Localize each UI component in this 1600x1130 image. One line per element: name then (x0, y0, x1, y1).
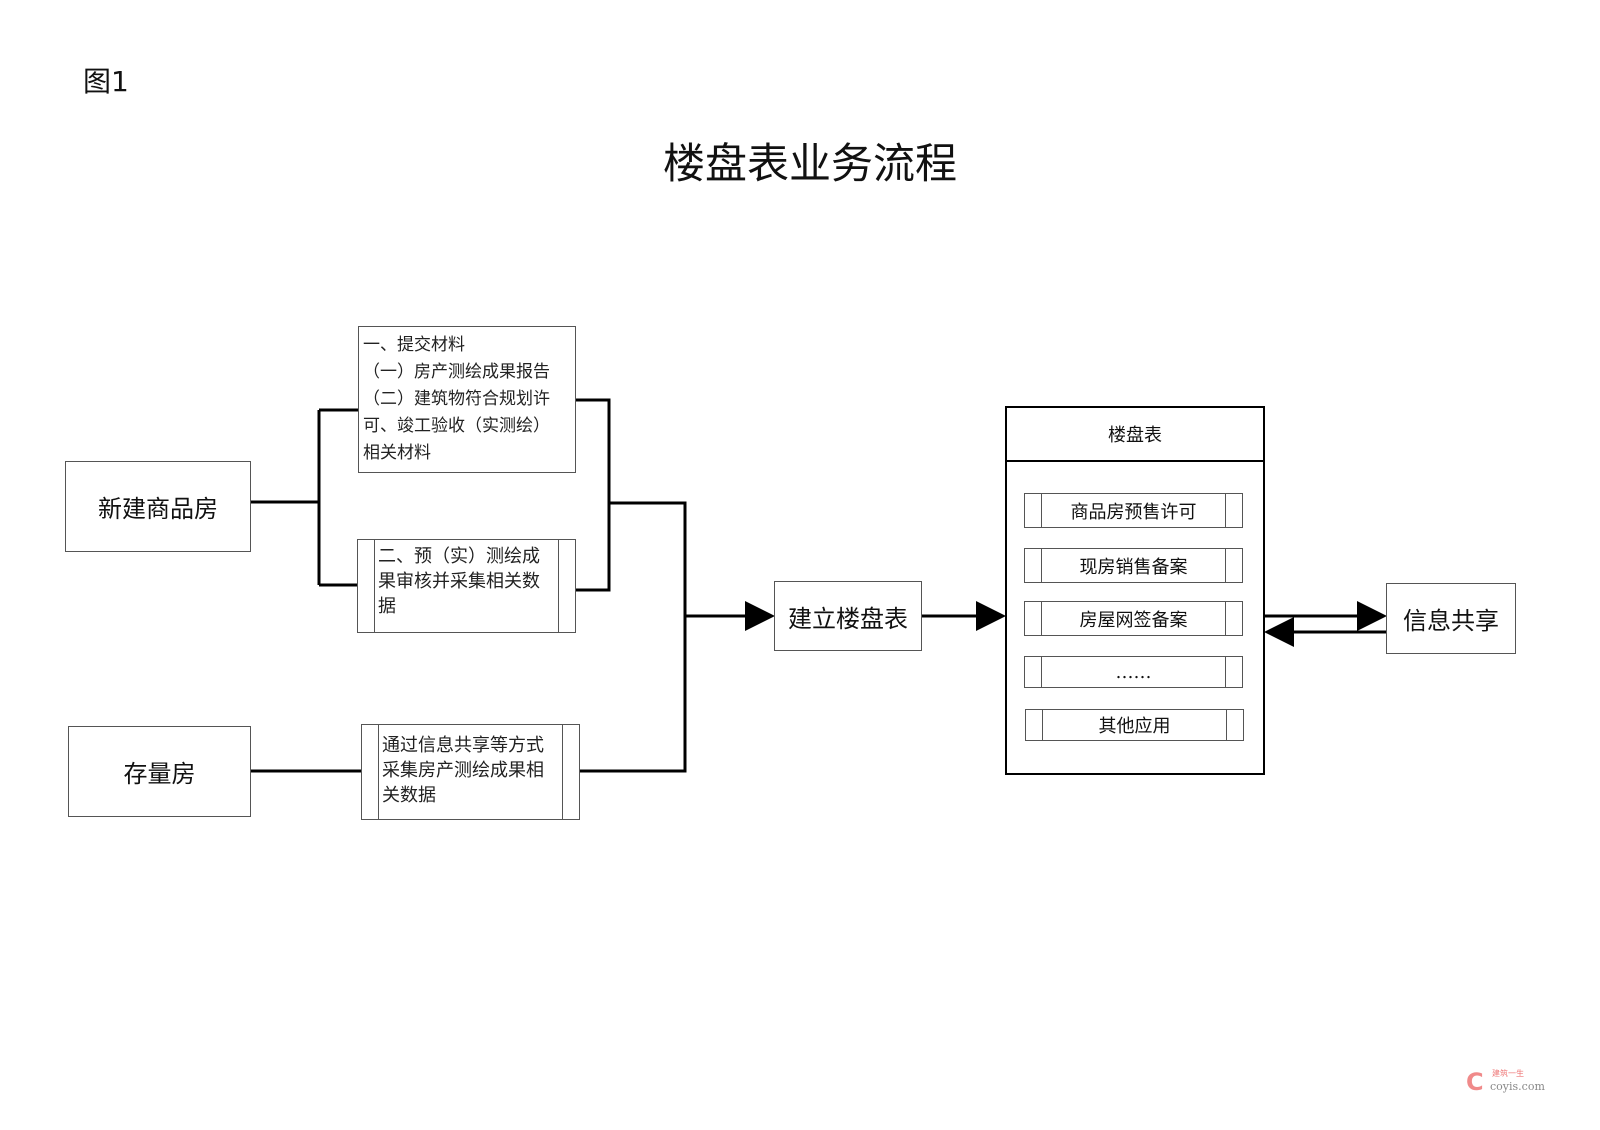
table-item: 房屋网签备案 (1024, 601, 1243, 636)
watermark-url: coyis.com (1490, 1080, 1545, 1093)
node-build-table: 建立楼盘表 (774, 581, 922, 651)
text-line: 一、提交材料 (363, 335, 465, 355)
text-line: （二）建筑物符合规划许 (363, 389, 550, 409)
text-line: 相关材料 (363, 443, 431, 463)
watermark-cn: 建筑一生 (1492, 1069, 1524, 1078)
node-text: 通过信息共享等方式采集房产测绘成果相关数据 (382, 735, 544, 806)
table-item: …… (1024, 656, 1243, 688)
figure-label: 图1 (83, 65, 129, 98)
node-info-share: 信息共享 (1386, 583, 1516, 654)
node-review-survey: 二、预（实）测绘成果审核并采集相关数据 (357, 539, 576, 633)
node-collect-data: 通过信息共享等方式采集房产测绘成果相关数据 (361, 724, 580, 820)
building-table-header: 楼盘表 (1007, 408, 1263, 462)
page-title: 楼盘表业务流程 (662, 139, 957, 188)
text-line: 可、竣工验收（实测绘） (363, 416, 550, 436)
text-line: （一）房产测绘成果报告 (363, 362, 550, 382)
table-item: 其他应用 (1025, 709, 1244, 741)
node-submit-materials: 一、提交材料 （一）房产测绘成果报告 （二）建筑物符合规划许 可、竣工验收（实测… (358, 326, 576, 473)
node-existing-housing: 存量房 (68, 726, 251, 817)
node-text: 二、预（实）测绘成果审核并采集相关数据 (378, 546, 540, 617)
building-table-panel: 楼盘表 (1005, 406, 1265, 775)
table-item: 现房销售备案 (1024, 548, 1243, 583)
table-item: 商品房预售许可 (1024, 493, 1243, 528)
watermark-logo-icon: C (1466, 1068, 1484, 1096)
node-new-housing: 新建商品房 (65, 461, 251, 552)
watermark: C 建筑一生 coyis.com (1466, 1068, 1566, 1098)
